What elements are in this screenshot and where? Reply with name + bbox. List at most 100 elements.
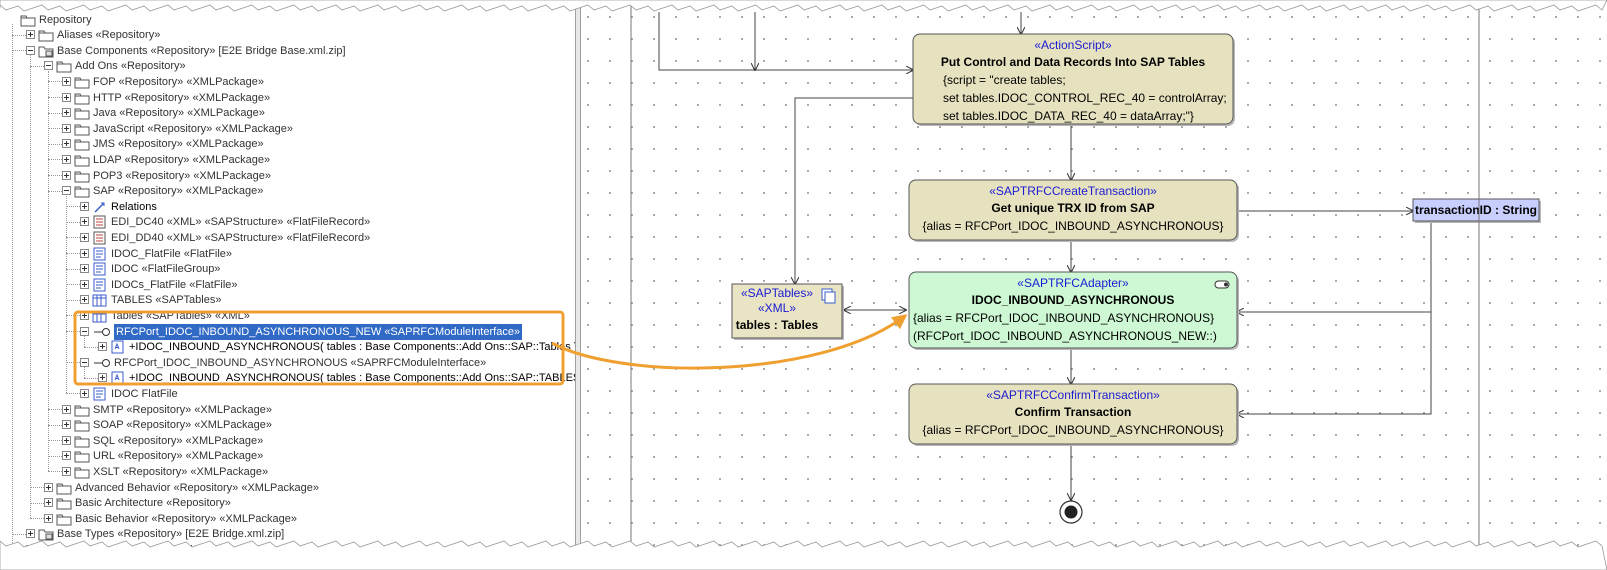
iface-icon bbox=[92, 356, 112, 375]
tree-connector bbox=[48, 112, 62, 114]
action-node-adapter[interactable]: «SAPTRFCAdapter»IDOC_INBOUND_ASYNCHRONOU… bbox=[908, 271, 1239, 350]
node-title: Put Control and Data Records Into SAP Ta… bbox=[941, 55, 1206, 69]
tree-item-label: EDI_DC40 «XML» «SAPStructure» «FlatFileR… bbox=[111, 216, 371, 229]
tree-connector bbox=[48, 409, 62, 410]
expand-icon[interactable] bbox=[80, 295, 89, 305]
file-icon bbox=[92, 247, 108, 266]
tree-item-label: JavaScript «Repository» «XMLPackage» bbox=[93, 122, 293, 135]
tree-connector bbox=[12, 34, 26, 36]
expand-icon[interactable] bbox=[44, 498, 53, 508]
expand-icon[interactable] bbox=[62, 435, 71, 445]
tree-connector bbox=[12, 24, 13, 550]
collapse-icon[interactable] bbox=[44, 61, 53, 71]
relation-icon bbox=[92, 200, 108, 219]
object-node-transaction-id[interactable]: transactionID : String bbox=[1412, 198, 1541, 223]
expand-icon[interactable] bbox=[62, 154, 71, 164]
tree-item-label: SAP «Repository» «XMLPackage» bbox=[93, 185, 264, 198]
tree-item-label: URL «Repository» «XMLPackage» bbox=[93, 450, 264, 463]
action-node-create-trx[interactable]: «SAPTRFCCreateTransaction» Get unique TRX… bbox=[908, 179, 1239, 242]
node-title: IDOC_INBOUND_ASYNCHRONOUS bbox=[972, 293, 1175, 307]
folder-icon bbox=[20, 13, 36, 32]
expand-icon[interactable] bbox=[62, 420, 71, 430]
tree-connector bbox=[48, 128, 62, 130]
file-icon bbox=[92, 278, 108, 297]
expand-icon[interactable] bbox=[80, 217, 89, 227]
expand-icon[interactable] bbox=[62, 123, 71, 133]
tree-connector bbox=[48, 175, 62, 176]
expand-icon[interactable] bbox=[62, 170, 71, 180]
tree-item-label: SOAP «Repository» «XMLPackage» bbox=[93, 419, 272, 432]
file-icon bbox=[92, 262, 108, 281]
tree-item-label: Relations bbox=[111, 200, 157, 213]
tree-connector bbox=[12, 549, 26, 551]
node-body-line: (RFCPort_IDOC_INBOUND_ASYNCHRONOUS_NEW::… bbox=[913, 329, 1217, 343]
tree-item-label: JMS «Repository» «XMLPackage» bbox=[93, 138, 264, 151]
expand-icon[interactable] bbox=[80, 248, 89, 258]
expand-icon[interactable] bbox=[62, 139, 71, 149]
expand-icon[interactable] bbox=[80, 201, 89, 211]
node-body-line: set tables.IDOC_CONTROL_REC_40 = control… bbox=[943, 91, 1227, 105]
expand-icon[interactable] bbox=[26, 529, 35, 539]
control-flow-edge[interactable] bbox=[795, 97, 913, 284]
tree-item-label: Advanced Behavior «Repository» «XMLPacka… bbox=[75, 481, 319, 494]
action-node-confirm-trx[interactable]: «SAPTRFCConfirmTransaction»Confirm Trans… bbox=[908, 383, 1239, 446]
activity-final-node[interactable] bbox=[1059, 500, 1083, 524]
tree-item-label: Tables «SAPTables» «XML» bbox=[111, 309, 250, 322]
collapse-icon[interactable] bbox=[80, 326, 89, 336]
tree-connector bbox=[48, 97, 62, 98]
expand-icon[interactable] bbox=[62, 108, 71, 118]
tree-connector bbox=[84, 346, 98, 348]
expand-icon[interactable] bbox=[98, 373, 107, 383]
folder-icon bbox=[74, 449, 90, 468]
expand-icon[interactable] bbox=[80, 388, 89, 398]
folder-icon bbox=[74, 106, 90, 125]
tree-item-label: EDI_DD40 «XML» «SAPStructure» «FlatFileR… bbox=[111, 231, 371, 244]
expand-icon[interactable] bbox=[80, 279, 89, 289]
node-stereotype: «SAPTRFCCreateTransaction» bbox=[989, 184, 1157, 198]
object-title: tables : Tables bbox=[736, 318, 819, 332]
expand-icon[interactable] bbox=[98, 342, 107, 352]
struct-icon bbox=[92, 231, 108, 250]
expand-icon[interactable] bbox=[44, 482, 53, 492]
control-flow-edge[interactable] bbox=[658, 12, 913, 70]
expand-icon[interactable] bbox=[62, 92, 71, 102]
collapse-icon[interactable] bbox=[26, 45, 35, 55]
node-body-line: set tables.IDOC_DATA_REC_40 = dataArray;… bbox=[943, 109, 1194, 123]
expand-icon[interactable] bbox=[80, 232, 89, 242]
expand-icon[interactable] bbox=[26, 30, 35, 40]
action-node-action-script[interactable]: «ActionScript»Put Control and Data Recor… bbox=[912, 33, 1235, 126]
expand-icon[interactable] bbox=[44, 513, 53, 523]
expand-icon[interactable] bbox=[26, 544, 35, 554]
expand-icon[interactable] bbox=[80, 264, 89, 274]
object-node-tables[interactable]: «SAPTables»«XML»tables : Tables bbox=[731, 283, 844, 340]
pane-splitter[interactable] bbox=[575, 0, 581, 570]
collapse-icon[interactable] bbox=[62, 186, 71, 196]
tree-connector bbox=[30, 55, 31, 519]
folder-icon bbox=[74, 122, 90, 141]
folder-icon bbox=[74, 91, 90, 110]
tree-item-label: +IDOC_INBOUND_ASYNCHRONOUS( tables : Bas… bbox=[129, 372, 575, 385]
node-body-line: {alias = RFCPort_IDOC_INBOUND_ASYNCHRONO… bbox=[913, 311, 1214, 325]
expand-icon[interactable] bbox=[62, 451, 71, 461]
folder-icon bbox=[56, 481, 72, 500]
expand-icon[interactable] bbox=[62, 404, 71, 414]
control-flow-edge[interactable] bbox=[1237, 222, 1432, 414]
folder-icon bbox=[74, 153, 90, 172]
expand-icon[interactable] bbox=[62, 76, 71, 86]
node-stereotype: «SAPTRFCConfirmTransaction» bbox=[986, 388, 1160, 402]
tree-item-label: SQL «Repository» «XMLPackage» bbox=[93, 434, 264, 447]
tree-connector bbox=[84, 367, 85, 378]
tree-connector bbox=[66, 299, 80, 301]
expand-icon[interactable] bbox=[62, 466, 71, 476]
folder-icon bbox=[74, 169, 90, 188]
control-flow-edge[interactable] bbox=[1237, 222, 1432, 312]
tree-item-label: LDAP «Repository» «XMLPackage» bbox=[93, 153, 271, 166]
collapse-icon[interactable] bbox=[80, 357, 89, 367]
node-body-line: {script = "create tables; bbox=[943, 73, 1066, 87]
tree-item-label: Basic Components «Repository» bbox=[57, 543, 218, 556]
tree-item-label: HTTP «Repository» «XMLPackage» bbox=[93, 91, 271, 104]
expand-icon[interactable] bbox=[80, 310, 89, 320]
tree-connector bbox=[66, 195, 67, 394]
node-title: Get unique TRX ID from SAP bbox=[991, 201, 1154, 215]
tree-connector bbox=[66, 237, 80, 239]
